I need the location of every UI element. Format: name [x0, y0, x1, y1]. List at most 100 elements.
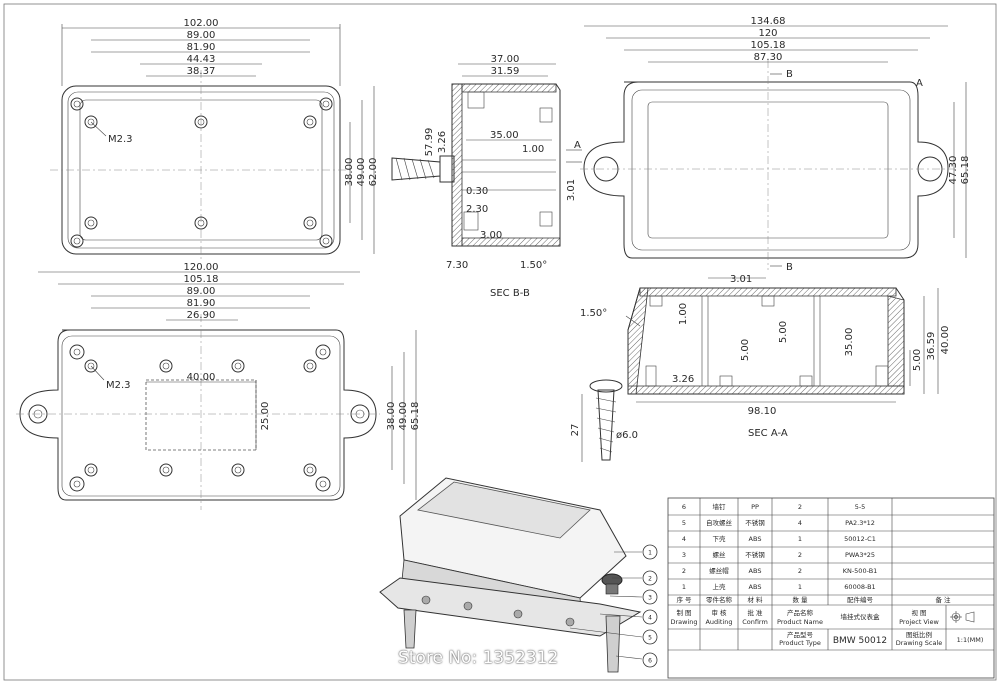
top-height-3: 62.00 — [368, 158, 379, 187]
bom-header-part: 零件名称 — [706, 595, 733, 604]
bom-no: 5 — [682, 519, 686, 527]
sign-product-name-en: Product Name — [777, 618, 823, 626]
bom-material: ABS — [749, 567, 762, 575]
bottom-height-2: 49.00 — [398, 402, 409, 431]
callout-1: 1 — [648, 550, 652, 557]
section-a-a: 3.01 1.50° 1.00 5.00 5.00 35.00 3.26 5.0… — [570, 274, 951, 462]
part-callouts: 1 2 3 4 5 6 — [642, 544, 658, 668]
bom-code: KN-500-B1 — [843, 567, 878, 575]
bom-row-2: 2 螺丝帽 ABS 2 KN-500-B1 — [682, 566, 877, 575]
top-height-2: 49.00 — [356, 158, 367, 187]
callout-2: 2 — [648, 576, 652, 583]
product-type-cn: 产品型号 — [787, 630, 814, 639]
bom-part: 螺丝 — [713, 550, 727, 559]
scale-en: Drawing Scale — [896, 639, 943, 647]
sign-auditing-cn: 审 核 — [711, 608, 727, 617]
product-name: 墙挂式仪表盒 — [841, 612, 881, 621]
bottom-width-1: 120.00 — [184, 262, 219, 273]
flange-cut-b-bottom: B — [786, 262, 793, 273]
bom-code: PWA3*25 — [845, 551, 875, 559]
bom-header: 序 号 零件名称 材 料 数 量 配件编号 备 注 — [676, 595, 951, 604]
top-width-3: 81.90 — [187, 42, 216, 53]
aa-inner-1: 1.00 — [678, 303, 689, 325]
isometric-assembly — [379, 477, 643, 673]
flange-top-view: 134.68 120 105.18 87.30 47.30 65.18 B B … — [580, 16, 971, 273]
bom-part: 下壳 — [713, 534, 727, 543]
bom-code: 60008-B1 — [844, 583, 875, 591]
flange-width-2: 120 — [758, 28, 777, 39]
flange-height-1: 47.30 — [948, 156, 959, 185]
aa-title: SEC A-A — [748, 428, 788, 439]
bom-qty: 1 — [798, 583, 802, 591]
product-type-en: Product Type — [779, 639, 821, 647]
top-width-1: 102.00 — [184, 18, 219, 29]
bottom-width-4: 81.90 — [187, 298, 216, 309]
bom-part: 自攻螺丝 — [706, 518, 733, 527]
scale-cn: 图纸比例 — [906, 630, 932, 639]
sign-product-name-cn: 产品名称 — [787, 608, 814, 617]
bb-inner-8: 1.50° — [520, 260, 547, 271]
bom-qty: 2 — [798, 567, 802, 575]
scale-value: 1:1(MM) — [957, 636, 984, 644]
bb-inner-7: 7.30 — [446, 260, 468, 271]
callout-4: 4 — [648, 615, 652, 622]
store-watermark: Store No: 1352312 — [398, 648, 559, 668]
top-view: 102.00 89.00 81.90 44.43 38.37 38.00 49.… — [50, 18, 379, 262]
aa-right-3: 40.00 — [940, 326, 951, 355]
aa-screw-len: 27 — [570, 424, 581, 437]
bom-material: ABS — [749, 583, 762, 591]
flange-width-1: 134.68 — [751, 16, 786, 27]
bottom-height-3: 65.18 — [410, 402, 421, 431]
bom-code: 50012-C1 — [844, 535, 876, 543]
bottom-view: 120.00 105.18 89.00 81.90 26.90 40.00 25… — [16, 262, 421, 510]
bom-no: 1 — [682, 583, 686, 591]
bb-inner-2: 1.00 — [522, 144, 544, 155]
bom-no: 2 — [682, 567, 686, 575]
bom-no: 3 — [682, 551, 686, 559]
sign-confirm-en: Confirm — [742, 618, 768, 626]
top-hole-label: M2.3 — [108, 134, 133, 145]
sheet-border — [3, 3, 997, 681]
aa-screw-dia: ø6.0 — [616, 430, 638, 441]
bottom-height-1: 38.00 — [386, 402, 397, 431]
bom-qty: 1 — [798, 535, 802, 543]
section-b-b: 37.00 31.59 35.00 1.00 3.01 0.30 2.30 3.… — [391, 54, 582, 299]
flange-cut-b-top: B — [786, 69, 793, 80]
bottom-width-3: 89.00 — [187, 286, 216, 297]
bom-row-3: 3 螺丝 不锈钢 2 PWA3*25 — [682, 550, 875, 559]
bom-qty: 2 — [798, 551, 802, 559]
bb-inner-6: 3.00 — [480, 230, 502, 241]
bom-header-remark: 备 注 — [935, 595, 951, 604]
bom-no: 4 — [682, 535, 686, 543]
project-view-cn: 视 图 — [911, 608, 926, 617]
bom-header-material: 材 料 — [747, 595, 763, 604]
project-view-en: Project View — [899, 618, 939, 626]
aa-inner-4: 35.00 — [844, 328, 855, 357]
callout-5: 5 — [648, 635, 652, 642]
bom-row-4: 4 下壳 ABS 1 50012-C1 — [682, 534, 876, 543]
bottom-width-2: 105.18 — [184, 274, 219, 285]
bom-part: 墙钉 — [713, 502, 727, 511]
bb-inner-1: 35.00 — [490, 130, 519, 141]
flange-width-4: 87.30 — [754, 52, 783, 63]
bom-material: ABS — [749, 535, 762, 543]
bom-header-code: 配件编号 — [847, 595, 874, 604]
projection-symbol-icon — [950, 611, 975, 623]
sign-drawing-cn: 制 图 — [676, 608, 691, 617]
bom-material: 不锈钢 — [745, 518, 765, 527]
callout-6: 6 — [648, 658, 652, 665]
flange-width-3: 105.18 — [751, 40, 786, 51]
product-type: BMW 50012 — [833, 636, 887, 646]
bottom-hole-label: M2.3 — [106, 380, 131, 391]
bom-code: 5-5 — [855, 503, 866, 511]
bottom-holes — [69, 344, 331, 492]
bb-vert-1: 57.99 — [424, 128, 435, 157]
bom-code: PA2.3*12 — [845, 519, 875, 527]
top-width-4: 44.43 — [187, 54, 216, 65]
bom-qty: 4 — [798, 519, 802, 527]
bom-header-no: 序 号 — [676, 595, 692, 604]
bottom-width-5: 26.90 — [187, 310, 216, 321]
bb-top-2: 31.59 — [491, 66, 520, 77]
bom-material: 不锈钢 — [745, 550, 765, 559]
